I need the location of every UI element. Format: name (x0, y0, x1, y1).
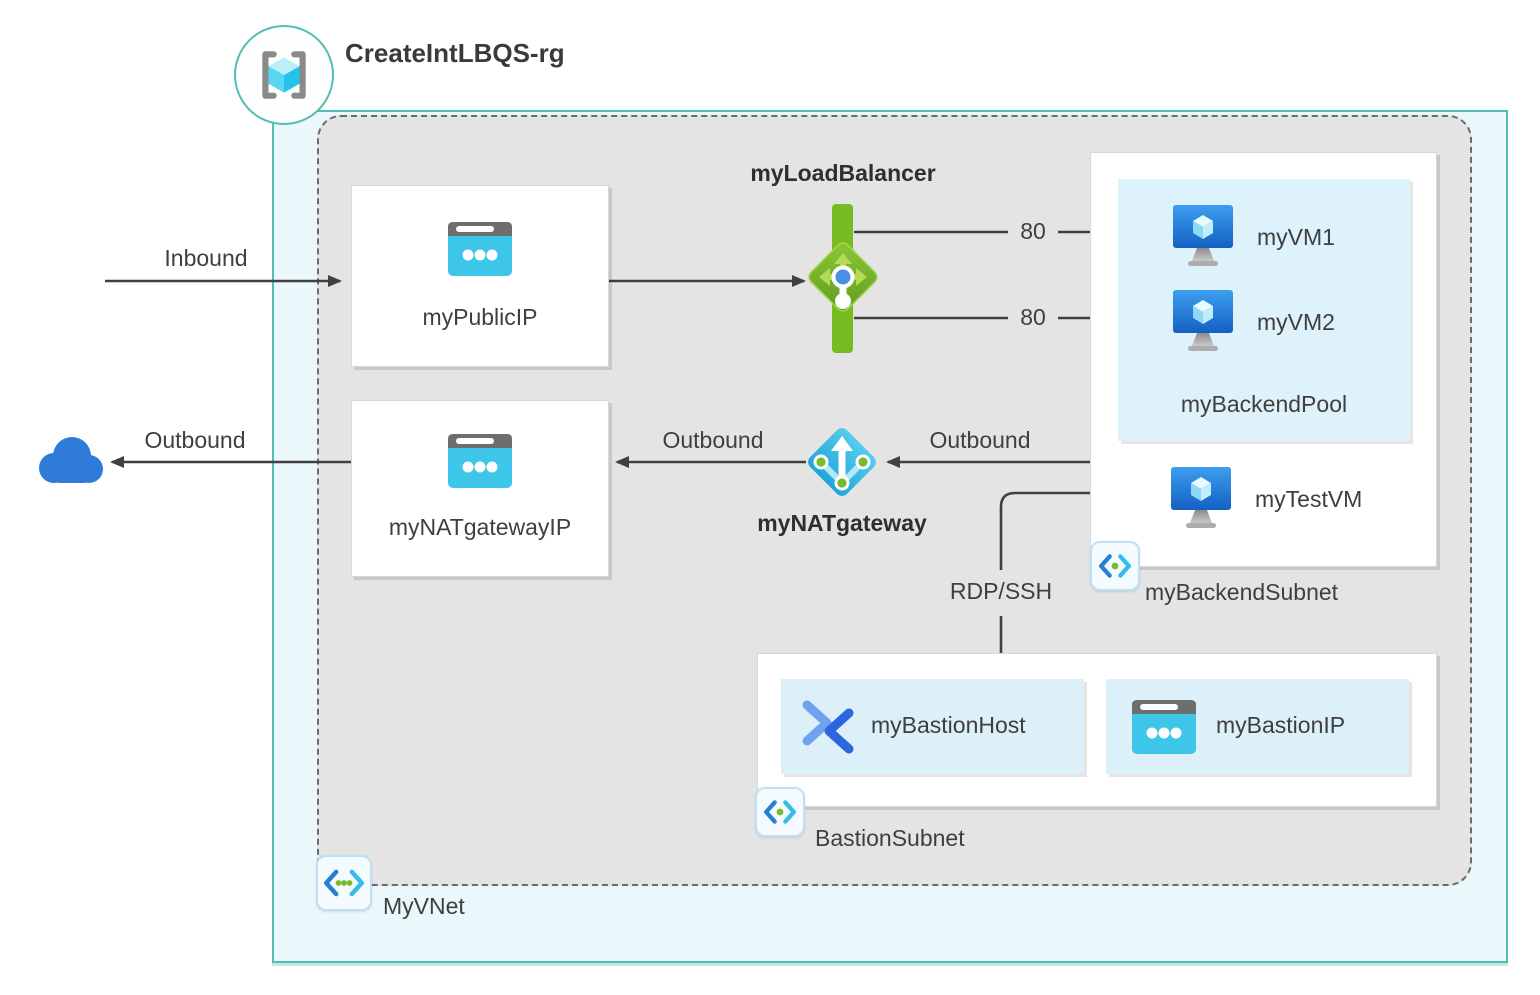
outbound-subnet-label: Outbound (929, 427, 1031, 453)
nat-gateway-ip-card: myNATgatewayIP (351, 400, 609, 577)
vnet-glyph (324, 869, 364, 897)
bastion-subnet-icon (755, 787, 805, 837)
vm2-icon (1173, 290, 1233, 351)
backend-pool-label: myBackendPool (1180, 391, 1348, 417)
outbound-internet-label: Outbound (144, 427, 246, 453)
outbound-nat-label: Outbound (662, 427, 764, 453)
vm1-icon (1173, 205, 1233, 266)
rdp-ssh-label: RDP/SSH (949, 578, 1053, 604)
backend-subnet-glyph (1099, 554, 1131, 578)
vm1-row: myVM1 (1171, 205, 1335, 269)
load-balancer-label: myLoadBalancer (750, 160, 936, 186)
vm1-label: myVM1 (1257, 223, 1335, 250)
port-80-bottom-label: 80 (1020, 304, 1046, 330)
cloud-icon (39, 437, 103, 483)
nat-gateway-ip-icon (448, 434, 512, 488)
resource-group-icon (234, 25, 334, 125)
bastion-subnet-card: myBastionHost myBastionIP (757, 653, 1437, 807)
bastion-ip-card: myBastionIP (1106, 679, 1409, 774)
bastion-icon (802, 700, 854, 754)
public-ip-card: myPublicIP (351, 185, 609, 367)
public-ip-icon (448, 222, 512, 276)
backend-subnet-label: myBackendSubnet (1145, 579, 1339, 605)
vnet-label: MyVNet (383, 893, 465, 919)
nat-gateway-ip-label: myNATgatewayIP (388, 514, 572, 540)
inbound-label: Inbound (164, 245, 248, 271)
vm2-label: myVM2 (1257, 308, 1335, 335)
vm2-row: myVM2 (1171, 290, 1335, 354)
bastion-subnet-label: BastionSubnet (815, 825, 965, 851)
bastion-host-card: myBastionHost (781, 679, 1084, 774)
backend-pool-card: myVM1 myVM2 myBackendPool (1118, 179, 1410, 441)
test-vm-icon (1171, 467, 1231, 528)
nat-gateway-label: myNATgateway (757, 510, 927, 536)
load-balancer-icon (808, 204, 878, 353)
resource-group-title: CreateIntLBQS-rg (345, 38, 565, 68)
bastion-ip-label: myBastionIP (1216, 712, 1346, 738)
test-vm-row: myTestVM (1169, 467, 1362, 531)
bastion-ip-icon (1132, 700, 1196, 754)
backend-subnet-icon (1090, 541, 1140, 591)
bastion-host-label: myBastionHost (871, 712, 1026, 738)
public-ip-label: myPublicIP (422, 304, 538, 330)
vnet-icon (316, 855, 372, 911)
port-80-top-label: 80 (1020, 218, 1046, 244)
nat-gateway-icon (808, 428, 876, 496)
rdp-ssh-line-upper (999, 487, 1150, 570)
backend-subnet-card: myVM1 myVM2 myBackendPool (1090, 152, 1437, 567)
resource-group-glyph (262, 51, 306, 99)
test-vm-label: myTestVM (1255, 485, 1363, 512)
bastion-subnet-glyph (764, 800, 796, 824)
